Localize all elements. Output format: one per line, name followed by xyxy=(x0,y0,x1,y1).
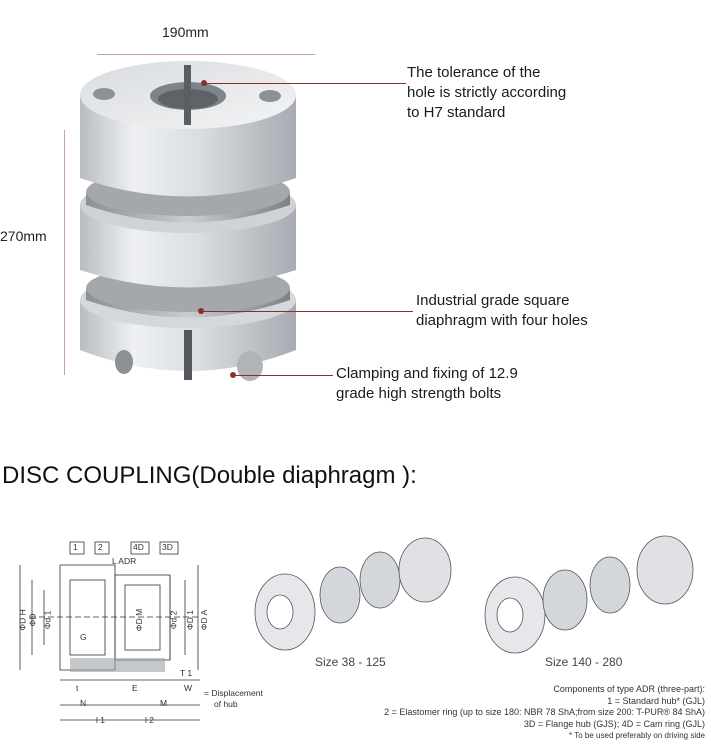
callout-line: Clamping and fixing of 12.9 xyxy=(336,365,518,382)
callout-line: grade high strength bolts xyxy=(336,385,502,402)
section-title: DISC COUPLING(Double diaphragm ): xyxy=(2,462,417,489)
coupling-image xyxy=(80,61,296,381)
note-line: 2 = Elastomer ring (up to size 180: NBR … xyxy=(384,707,705,717)
dim-label: ΦD A xyxy=(199,609,210,631)
components-notes: Components of type ADR (three-part): 1 =… xyxy=(384,684,705,742)
note-line: 3D = Flange hub (GJS); 4D = Cam ring (GJ… xyxy=(523,718,705,729)
dim-label: T 1 xyxy=(180,668,193,678)
size-range-small: Size 38 - 125 xyxy=(315,655,386,669)
dim-label: l 1 xyxy=(96,715,105,725)
dim-label: ΦD H xyxy=(17,609,28,631)
note-line: * To be used preferably on driving side xyxy=(569,731,705,740)
width-dimension-line xyxy=(97,54,315,55)
box-label: 2 xyxy=(98,542,103,552)
callout-line: hole is strictly according xyxy=(407,84,567,101)
box-label: 3D xyxy=(162,542,173,552)
displacement-note: = Displacement xyxy=(204,688,263,698)
product-photo-area: 190mm 270mm The tolerance of the hole is… xyxy=(0,24,588,404)
height-dimension-line xyxy=(64,130,65,375)
callout-leader-3 xyxy=(233,375,333,376)
dim-label: l 2 xyxy=(145,715,154,725)
callout-line: diaphragm with four holes xyxy=(416,312,588,329)
width-dimension-label: 190mm xyxy=(162,24,209,40)
dim-label: t xyxy=(76,683,79,693)
callout-leader-2 xyxy=(200,311,413,312)
box-label: 4D xyxy=(133,542,144,552)
note-line: Components of type ADR (three-part): xyxy=(553,684,705,694)
box-label: 1 xyxy=(73,542,78,552)
callout-line: to H7 standard xyxy=(407,104,506,121)
displacement-note-2: of hub xyxy=(214,699,238,709)
callout-hole-tolerance: The tolerance of the hole is strictly ac… xyxy=(407,63,566,123)
dim-label: Φd 2 xyxy=(168,610,179,630)
dim-label: ΦD M xyxy=(134,608,145,632)
dim-label: Φd 1 xyxy=(42,610,53,630)
callout-bolts: Clamping and fixing of 12.9 grade high s… xyxy=(336,364,518,404)
dim-label: G xyxy=(80,632,87,642)
technical-drawing-area: 1 2 4D 3D L ADR ΦD H ΦD Φd 1 G ΦD M Φd 2… xyxy=(0,520,711,745)
height-dimension-label: 270mm xyxy=(0,228,47,244)
callout-line: The tolerance of the xyxy=(407,64,541,81)
note-line: 1 = Standard hub* (GJL) xyxy=(607,695,705,706)
dim-label: N xyxy=(80,698,87,708)
callout-leader-1 xyxy=(203,83,406,84)
callout-line: Industrial grade square xyxy=(416,292,570,309)
size-range-large: Size 140 - 280 xyxy=(545,655,623,669)
section-drawing xyxy=(19,535,694,721)
dim-label: E xyxy=(132,683,138,693)
header-dimension-label: L ADR xyxy=(112,556,137,566)
callout-diaphragm: Industrial grade square diaphragm with f… xyxy=(416,291,588,331)
dim-label: M xyxy=(160,698,168,708)
dim-label: ΦD 1 xyxy=(185,609,196,631)
dim-label: ΦD xyxy=(27,613,38,627)
dim-label: W xyxy=(184,683,193,693)
